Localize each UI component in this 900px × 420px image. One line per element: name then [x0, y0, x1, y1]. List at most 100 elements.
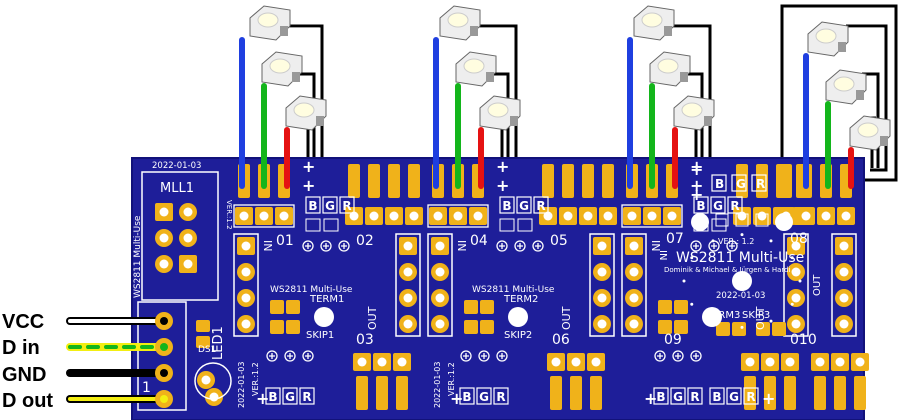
- bgr-bottom-right-box: [709, 387, 725, 405]
- plus-stroke: [481, 353, 487, 359]
- group1-wire-black-2: [298, 72, 316, 168]
- group3-wire-black-2: [686, 72, 704, 168]
- group4-wire-frame: [780, 4, 898, 190]
- module1-smd-tab: [408, 164, 420, 198]
- pcb-pads: [155, 164, 869, 410]
- pad-hole: [435, 319, 445, 329]
- bgr-bottom2-letter: B: [462, 390, 471, 404]
- label-04: 04: [470, 233, 488, 249]
- group4-led-lens: [857, 122, 879, 138]
- bgr-bottom3-letter: G: [673, 390, 683, 404]
- cable-vcc-pad-core: [160, 317, 168, 325]
- jumper-pad: [658, 320, 672, 334]
- bottom-smd-right-tab: [854, 376, 866, 410]
- pad-hole: [201, 375, 211, 385]
- ver-vertical-1: VER.:1.2: [251, 362, 260, 396]
- plus-sign: +: [302, 157, 315, 176]
- bgr-right-box: [731, 174, 747, 192]
- jumper-pad: [480, 300, 494, 314]
- bgr-top2-box: [499, 196, 515, 214]
- pad-hole: [791, 241, 801, 251]
- group1-led-leg: [292, 72, 300, 82]
- bottom-smd2-tab: [550, 376, 562, 410]
- group3-led-lens: [641, 12, 663, 28]
- pad-hole: [543, 211, 553, 221]
- pad-hole: [835, 357, 845, 367]
- group1-led-leg: [316, 116, 324, 126]
- ring-marker: [532, 240, 544, 252]
- group3-led-lens: [681, 102, 703, 118]
- pad-hole: [389, 211, 399, 221]
- bottom-smd2-tab: [570, 376, 582, 410]
- ring-marker: [654, 350, 666, 362]
- plus-stroke: [711, 243, 717, 249]
- ring-marker: [302, 350, 314, 362]
- pad-hole: [397, 357, 407, 367]
- ds1-label: DS1: [198, 345, 216, 355]
- bottom-smd3-tab: [784, 376, 796, 410]
- jumper-pad: [464, 300, 478, 314]
- plus-stroke: [287, 353, 293, 359]
- mount-hole: [508, 307, 528, 327]
- header-frame: [621, 204, 683, 228]
- bgr-bottom2-letter: G: [479, 390, 489, 404]
- out-column1-outline: [395, 233, 421, 337]
- pad-hole: [403, 267, 413, 277]
- pad-hole: [629, 241, 639, 251]
- header-frame: [233, 204, 295, 228]
- ver-vertical-2: VER.:1.2: [447, 362, 456, 396]
- pad-hole: [629, 319, 639, 329]
- group3-led-lens: [657, 58, 679, 74]
- ring-marker: [514, 240, 526, 252]
- label-05: 05: [550, 233, 568, 249]
- bgr-top3-letter: G: [713, 199, 723, 213]
- jumper-pad: [674, 320, 688, 334]
- pad-hole: [839, 241, 849, 251]
- term2-label: TERM2: [503, 294, 538, 305]
- group2-led-lens: [463, 58, 485, 74]
- plus-stroke: [693, 353, 699, 359]
- in-label: IN: [455, 240, 468, 251]
- plus-sign: +: [302, 176, 315, 195]
- group3-led-leg: [704, 116, 712, 126]
- ring-marker: [266, 350, 278, 362]
- term1-label: TERM1: [309, 294, 344, 305]
- bgr-top3-box: [727, 196, 743, 214]
- pad-hole: [241, 267, 251, 277]
- bgr-bottom3-box: [653, 387, 669, 405]
- bgr-right-box: [751, 174, 767, 192]
- pad-hole: [159, 259, 169, 269]
- pad-hole: [603, 211, 613, 221]
- silk-dot: [790, 302, 794, 306]
- header-frame: [427, 204, 489, 228]
- bgr-bottom2-letter: R: [496, 390, 505, 404]
- plus-sign: +: [256, 389, 269, 408]
- pad-hole: [647, 211, 657, 221]
- bgr-top2-letter: R: [536, 199, 545, 213]
- bgr-top2-letter: B: [502, 199, 511, 213]
- group4-led-leg: [880, 136, 888, 146]
- bgr-bottom1-letter: B: [268, 390, 277, 404]
- group2-led-leg: [510, 116, 518, 126]
- bgr-bottom-right-box: [726, 387, 742, 405]
- bgr-bottom-right-letter: R: [746, 390, 755, 404]
- pad-hole: [409, 211, 419, 221]
- plus-stroke: [305, 243, 311, 249]
- label-06: 06: [552, 332, 570, 348]
- pad-hole: [433, 211, 443, 221]
- in-label: IN: [649, 240, 662, 251]
- silk-dot: [769, 319, 773, 323]
- ring-marker: [284, 350, 296, 362]
- right-smd-tab: [780, 164, 792, 198]
- pad-hole: [591, 357, 601, 367]
- label-01: 01: [276, 233, 294, 249]
- bgr-bottom2-box: [476, 387, 492, 405]
- pad-hole: [757, 211, 767, 221]
- bgr-bottom-right-box: [743, 387, 759, 405]
- module3-smd-tab: [736, 164, 748, 198]
- label-09: 09: [664, 332, 682, 348]
- plus-sign: +: [496, 176, 509, 195]
- ring-marker: [478, 350, 490, 362]
- group2-led-leg: [486, 72, 494, 82]
